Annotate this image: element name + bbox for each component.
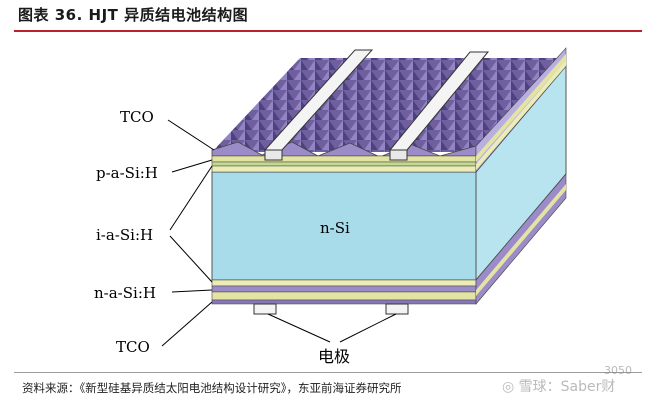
label-i-a-si: i-a-Si:H <box>96 226 153 244</box>
label-n-a-si: n-a-Si:H <box>94 284 156 302</box>
leader-p-a-si <box>171 159 213 173</box>
label-p-a-si: p-a-Si:H <box>96 164 158 182</box>
title-divider <box>14 30 642 32</box>
source-note: 资料来源：《新型硅基异质结太阳电池结构设计研究》，东亚前海证券研究所 <box>22 381 402 395</box>
top-finger-electrode-left <box>263 49 374 161</box>
source-divider <box>14 372 642 373</box>
watermark-text: ◎ 雪球：Saber财 <box>502 379 616 395</box>
leader-tco-bottom <box>161 301 213 347</box>
top-finger-electrode-right <box>388 51 490 161</box>
leader-electrode-left <box>267 313 331 343</box>
top-side-layer-stack <box>475 47 567 173</box>
watermark-number: 3050 <box>604 364 632 377</box>
label-electrode: 电极 <box>318 347 350 366</box>
bottom-layer-stack <box>211 279 477 305</box>
leader-electrode-right <box>339 313 397 343</box>
label-n-si: n-Si <box>320 219 350 237</box>
leader-tco-top <box>167 119 215 151</box>
label-tco-bottom: TCO <box>116 338 150 356</box>
leader-lines <box>161 119 397 347</box>
bottom-side-layer-stack <box>475 173 567 305</box>
label-tco-top: TCO <box>120 108 154 126</box>
leader-n-a-si <box>171 289 213 293</box>
leader-i-a-si-bottom <box>169 235 213 283</box>
bottom-electrode-left <box>253 303 277 315</box>
figure-title: 图表 36. HJT 异质结电池结构图 <box>18 6 249 24</box>
bottom-electrode-right <box>385 303 409 315</box>
watermark: ◎ 雪球：Saber财 3050 <box>502 364 632 396</box>
leader-i-a-si-top <box>169 165 213 231</box>
